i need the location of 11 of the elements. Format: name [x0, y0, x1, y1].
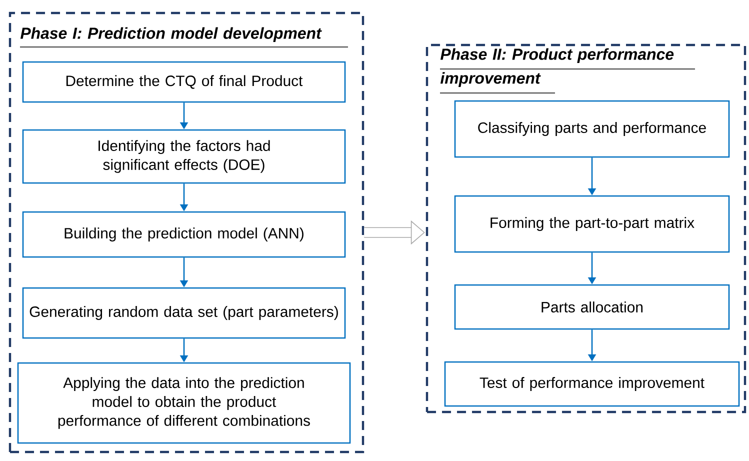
process-box: Building the prediction model (ANN) — [22, 211, 346, 258]
process-box: Parts allocation — [454, 284, 730, 330]
process-box: Applying the data into the prediction model to obtain the product performance of different combinations — [17, 362, 351, 444]
phase-heading: Phase I: Prediction model development — [20, 27, 348, 48]
process-box: Identifying the factors had significant effects (DOE) — [22, 129, 346, 184]
process-box: Forming the part-to-part matrix — [454, 195, 730, 253]
process-box: Test of performance improvement — [444, 361, 740, 407]
process-box: Determine the CTQ of final Product — [22, 61, 346, 103]
process-box: Classifying parts and performance — [454, 100, 730, 158]
process-box: Generating random data set (part parameters) — [22, 287, 346, 339]
phase-heading: Phase II: Product performance improvement — [440, 48, 696, 94]
